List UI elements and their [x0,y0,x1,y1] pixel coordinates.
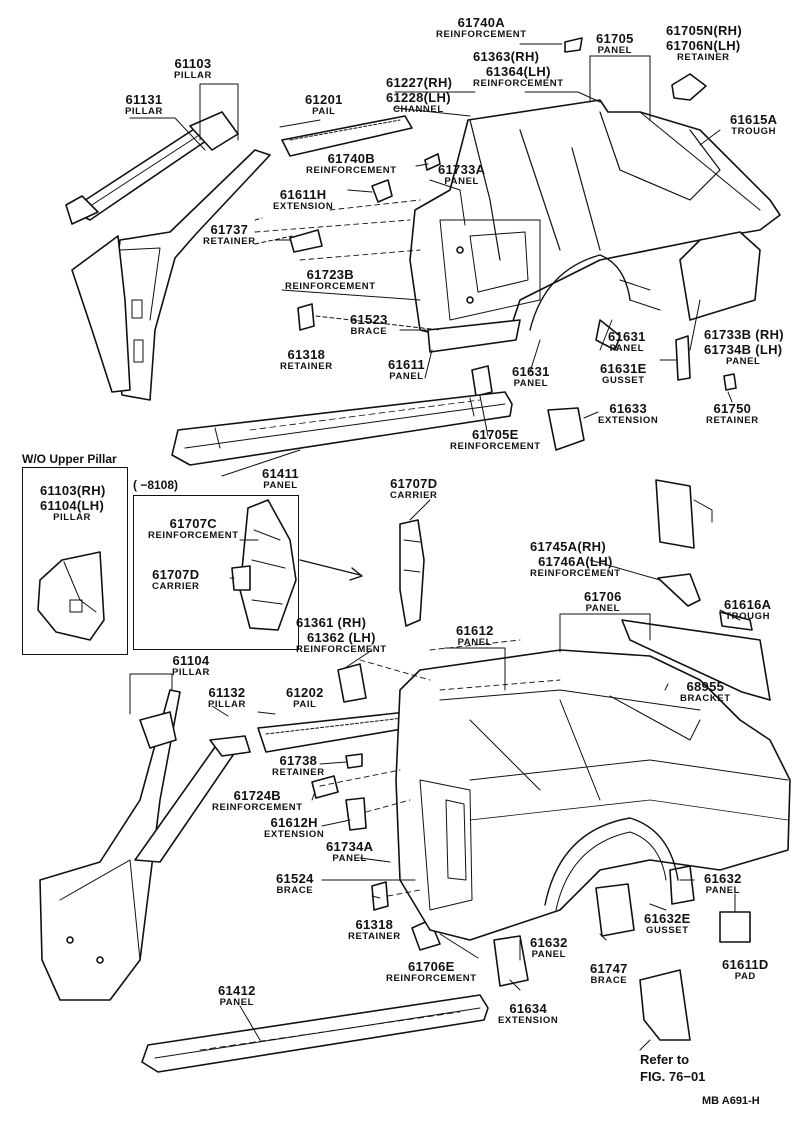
label-61705N: 61705N(RH) [666,23,742,38]
label-61103-inset: 61103(RH) [40,483,106,498]
label-61104-inset: 61104(LH)PILLAR [40,498,105,523]
pillar-61131-drawing [65,121,223,225]
label-61227: 61227(RH) [386,75,453,90]
small-parts-upper-drawing [254,37,737,451]
refer-line-1: Refer to [640,1052,690,1067]
inset-box-upper-pillar [22,467,128,655]
rocker-61412-drawing [141,994,489,1073]
carrier-61707D-drawing [399,519,425,627]
inset-carrier-drawing [231,499,297,631]
rocker-61411-drawing [171,391,513,466]
right-mid-parts-drawing [621,479,771,701]
rail-61201-drawing [281,115,441,171]
label-61745A: 61745A(RH) [530,539,606,554]
leader-lines [129,43,741,1051]
inset-box-carrier [133,495,299,650]
refer-line-2: FIG. 76−01 [640,1069,706,1084]
label-61706N: 61706N(LH)RETAINER [666,38,741,63]
assembly-dashed-lines [254,199,561,897]
inset-title: W/O Upper Pillar [22,452,117,466]
pillar-61103-drawing [71,111,271,401]
label-61734B: 61734B (LH)PANEL [704,342,783,367]
small-parts-lower-drawing [311,753,751,1041]
label-61228: 61228(LH)CHANNEL [386,90,451,115]
quarter-assembly-lower-drawing [395,649,791,941]
rail-61202-drawing [257,663,433,753]
quarter-assembly-upper-drawing [409,99,781,353]
inset-range: ( −8108) [133,478,179,492]
label-61746A: 61746A(LH)REINFORCEMENT [530,554,621,579]
pillar-61104-lower-drawing [39,689,251,1001]
diagram-code: MB A691-H [702,1095,760,1107]
label-61362: 61362 (LH)REINFORCEMENT [296,630,387,655]
arrow-drawing [299,559,363,581]
label-61361: 61361 (RH) [296,615,367,630]
label-61733B: 61733B (RH) [704,327,784,342]
label-61363: 61363(RH) [473,49,540,64]
label-61364: 61364(LH)REINFORCEMENT [473,64,564,89]
inset-pillar-drawing [37,551,105,641]
